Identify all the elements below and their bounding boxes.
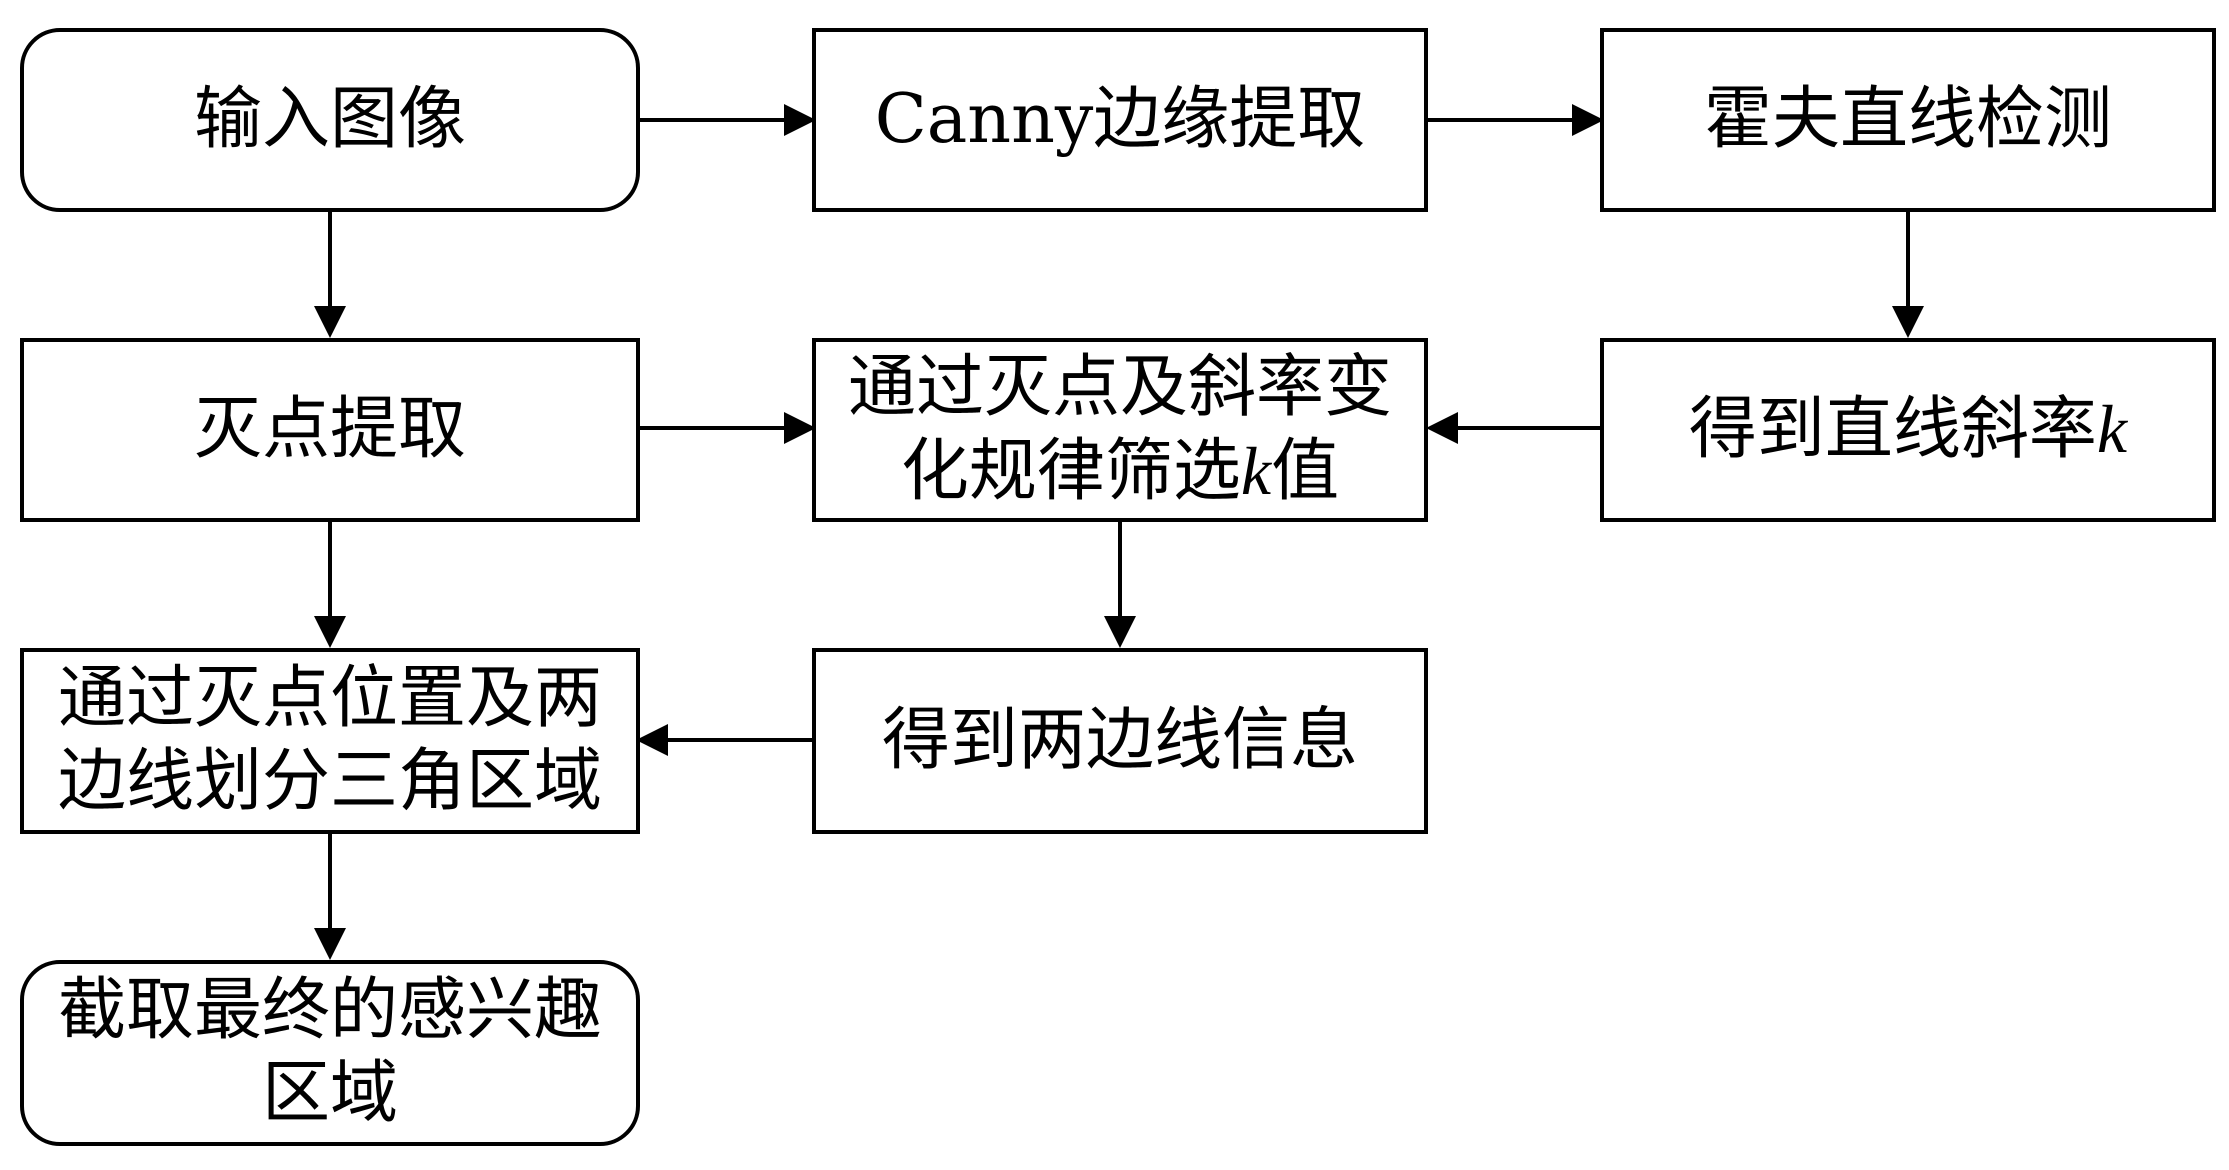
node-filter-k-line2: 化规律筛选k值 <box>901 430 1339 514</box>
node-canny-edge-label: Canny边缘提取 <box>874 79 1366 159</box>
node-slope-k: 得到直线斜率k <box>1600 338 2216 522</box>
node-hough-line-label: 霍夫直线检测 <box>1703 79 2112 159</box>
node-slope-k-symbol: k <box>2096 391 2128 468</box>
node-hough-line: 霍夫直线检测 <box>1600 28 2216 212</box>
node-triangle-region-line1: 通过灭点位置及两 <box>57 659 602 739</box>
node-slope-k-label: 得到直线斜率k <box>1689 388 2127 472</box>
node-input-image-label: 输入图像 <box>193 79 466 159</box>
node-filter-k-symbol: k <box>1240 432 1272 509</box>
node-filter-k-line2-pre: 化规律筛选 <box>900 431 1241 511</box>
node-input-image: 输入图像 <box>20 28 640 212</box>
node-triangle-region: 通过灭点位置及两 边线划分三角区域 <box>20 648 640 834</box>
node-vanishing-point-label: 灭点提取 <box>193 389 466 469</box>
node-two-edges-info-label: 得到两边线信息 <box>881 700 1358 780</box>
node-canny-edge: Canny边缘提取 <box>812 28 1428 212</box>
node-filter-k: 通过灭点及斜率变 化规律筛选k值 <box>812 338 1428 522</box>
node-vanishing-point: 灭点提取 <box>20 338 640 522</box>
node-two-edges-info: 得到两边线信息 <box>812 648 1428 834</box>
node-roi-line1: 截取最终的感兴趣 <box>57 971 602 1051</box>
node-roi: 截取最终的感兴趣 区域 <box>20 960 640 1146</box>
node-filter-k-line2-post: 值 <box>1271 431 1340 511</box>
node-filter-k-line1: 通过灭点及斜率变 <box>847 347 1392 427</box>
node-roi-line2: 区域 <box>261 1054 398 1133</box>
node-triangle-region-line2: 边线划分三角区域 <box>57 742 602 821</box>
node-slope-k-label-pre: 得到直线斜率 <box>1688 390 2097 470</box>
